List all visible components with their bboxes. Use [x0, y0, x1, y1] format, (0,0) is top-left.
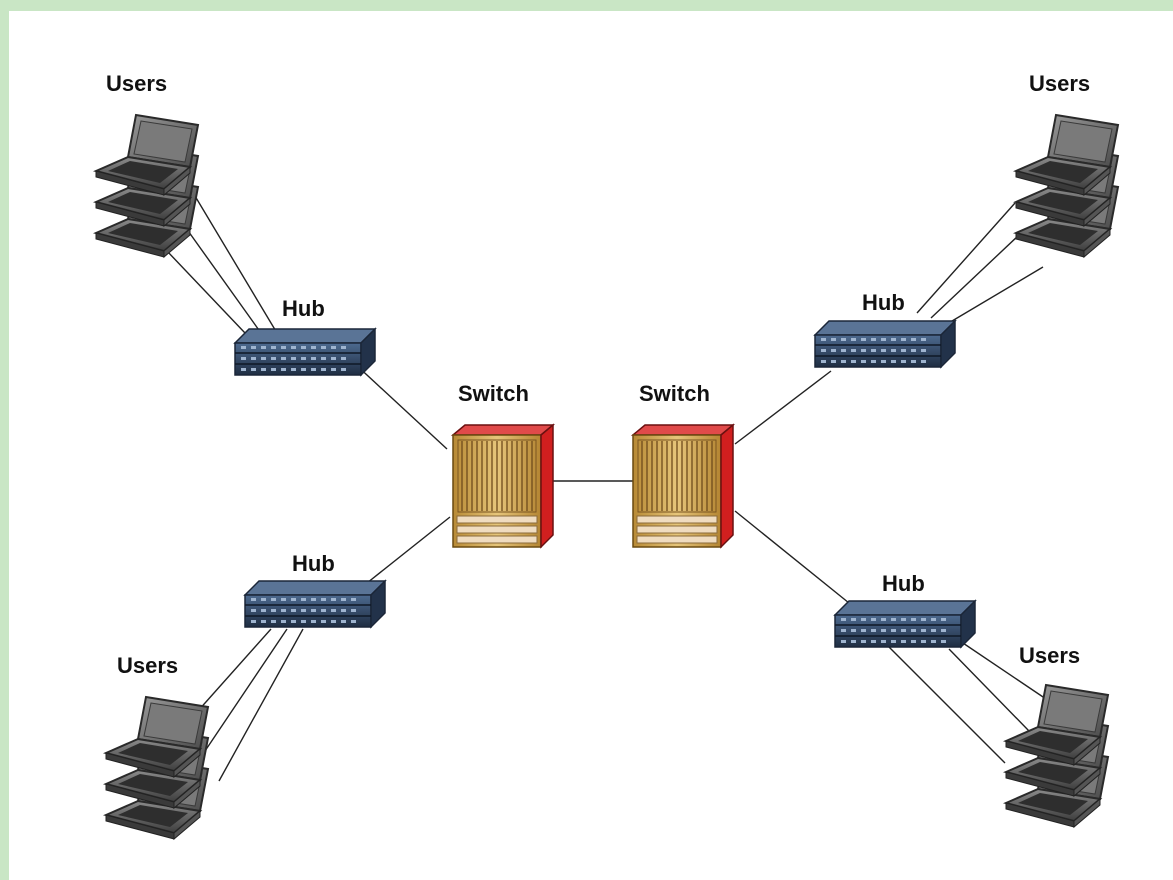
switch-label-left: Switch	[458, 381, 529, 406]
link-hub-tl-switch-l	[353, 362, 448, 450]
switch-icon-left	[452, 424, 554, 548]
hub-icon-top-left	[234, 328, 376, 376]
hub-label-top-right: Hub	[862, 290, 905, 315]
link-hub-tr-users-tr-2	[930, 234, 1020, 319]
laptop-stack-icon-bottom-right	[1006, 685, 1108, 827]
link-users-tl-hub-tl-3	[166, 250, 246, 334]
network-diagram	[9, 11, 1173, 880]
link-hub-tr-users-tr-1	[916, 202, 1016, 314]
diagram-frame: Users Users Users Users Hub Hub Hub Hub …	[9, 11, 1173, 880]
link-users-tl-hub-tl-2	[180, 220, 262, 334]
link-hub-bl-switch-l	[366, 516, 451, 584]
users-label-bottom-left: Users	[117, 653, 179, 678]
link-switch-r-hub-tr	[734, 370, 832, 445]
link-hub-bl-users-bl-3	[218, 628, 304, 782]
link-hub-tr-users-tr-3	[946, 266, 1044, 325]
users-label-top-left: Users	[106, 71, 168, 96]
hub-icon-bottom-right	[834, 600, 976, 648]
hub-label-top-left: Hub	[282, 296, 325, 321]
hub-label-bottom-left: Hub	[292, 551, 335, 576]
link-hub-br-users-br-3	[888, 646, 1006, 764]
link-hub-br-users-br-2	[948, 648, 1030, 732]
link-switch-r-hub-br	[734, 510, 850, 604]
users-label-top-right: Users	[1029, 71, 1091, 96]
laptop-stack-icon-top-left	[96, 115, 198, 257]
laptop-stack-icon-bottom-left	[106, 697, 208, 839]
hub-icon-top-right	[814, 320, 956, 368]
link-users-tl-hub-tl-1	[188, 185, 278, 334]
hub-label-bottom-right: Hub	[882, 571, 925, 596]
link-hub-br-users-br-1	[956, 638, 1050, 702]
laptop-stack-icon-top-right	[1016, 115, 1118, 257]
hub-icon-bottom-left	[244, 580, 386, 628]
connection-lines	[166, 185, 1050, 782]
link-hub-bl-users-bl-2	[204, 628, 288, 752]
switch-icon-right	[632, 424, 734, 548]
users-label-bottom-right: Users	[1019, 643, 1081, 668]
switch-label-right: Switch	[639, 381, 710, 406]
